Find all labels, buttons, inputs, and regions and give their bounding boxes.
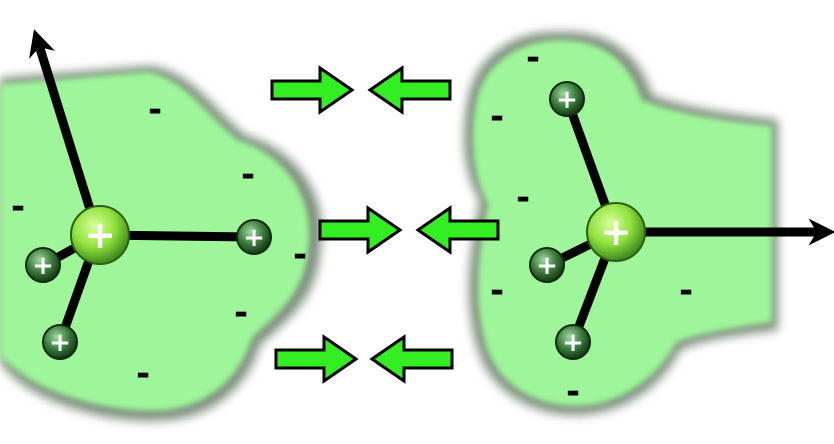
left-pointing-arrow-3 (369, 334, 454, 384)
right-minus-1: - (526, 38, 540, 78)
left-central-charge: + (84, 213, 116, 257)
left-hydrogen-right: + (236, 219, 272, 255)
left-central-atom: + (70, 205, 130, 265)
right-hydrogen-lower-left: + (529, 247, 565, 283)
right-negative-charges: - - - - - - (490, 38, 693, 412)
right-minus-4: - (490, 271, 504, 311)
left-minus-6: - (136, 354, 150, 394)
right-central-atom: + (586, 202, 646, 262)
right-hydrogen-bottom: + (555, 324, 591, 360)
right-minus-5: - (679, 271, 693, 311)
right-hydrogen-top-charge: + (556, 85, 578, 115)
left-hydrogen-lower-left-charge: + (32, 251, 54, 281)
right-minus-3: - (516, 178, 530, 218)
right-hydrogen-top: + (549, 81, 585, 117)
left-pointing-arrow-1 (367, 65, 452, 115)
left-negative-charges: - - - - - - (11, 90, 307, 394)
left-minus-3: - (11, 187, 25, 227)
right-central-charge: + (600, 210, 632, 254)
right-pointing-arrow-1 (270, 65, 355, 115)
left-minus-5: - (234, 293, 248, 333)
left-minus-2: - (241, 155, 255, 195)
right-minus-6: - (566, 372, 580, 412)
right-minus-2: - (490, 97, 504, 137)
right-hydrogen-bottom-charge: + (562, 328, 584, 358)
left-hydrogen-bottom: + (42, 324, 78, 360)
attraction-arrows (270, 65, 500, 384)
right-pointing-arrow-2 (318, 205, 403, 255)
right-pointing-arrow-3 (274, 334, 359, 384)
left-pointing-arrow-2 (415, 205, 500, 255)
left-minus-1: - (148, 90, 162, 130)
left-minus-4: - (293, 235, 307, 275)
left-hydrogen-right-charge: + (243, 223, 265, 253)
left-dipole-arrow (29, 29, 103, 237)
right-hydrogen-lower-left-charge: + (536, 251, 558, 281)
left-hydrogen-bottom-charge: + (49, 328, 71, 358)
left-hydrogen-lower-left: + (25, 247, 61, 283)
